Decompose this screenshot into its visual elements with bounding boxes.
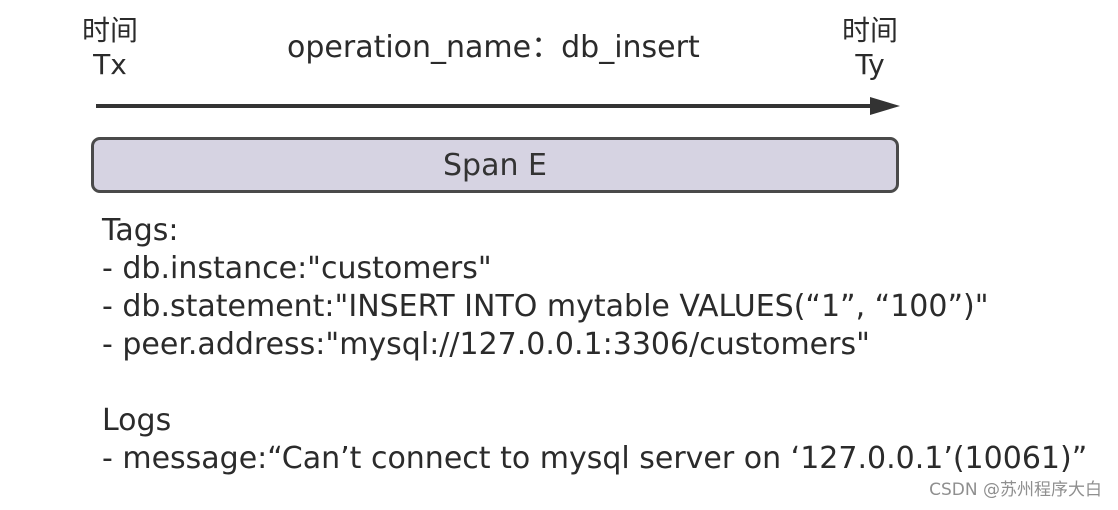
timeline-arrow (96, 97, 900, 115)
start-time-label-top: 时间 (81, 14, 138, 47)
span-label: Span E (443, 147, 547, 183)
span-details: Tags: - db.instance:"customers" - db.sta… (102, 212, 1087, 478)
span-box: Span E (91, 137, 899, 193)
logs-heading: Logs (102, 403, 172, 438)
tags-heading: Tags: (102, 213, 179, 248)
tag-peer-address: - peer.address:"mysql://127.0.0.1:3306/c… (102, 327, 870, 362)
section-spacer (102, 364, 1087, 402)
operation-name: operation_name：db_insert (287, 30, 700, 65)
log-message: - message:“Can’t connect to mysql server… (102, 441, 1088, 476)
start-time-label-bottom: Tx (93, 48, 127, 81)
timeline-arrow-head (870, 97, 900, 115)
watermark: CSDN @苏州程序大白 (929, 480, 1102, 500)
end-time-label: 时间 Ty (830, 14, 910, 82)
tag-db-statement: - db.statement:"INSERT INTO mytable VALU… (102, 289, 989, 324)
start-time-label: 时间 Tx (70, 14, 150, 82)
end-time-label-top: 时间 (841, 14, 898, 47)
end-time-label-bottom: Ty (855, 48, 885, 81)
tag-db-instance: - db.instance:"customers" (102, 251, 492, 286)
